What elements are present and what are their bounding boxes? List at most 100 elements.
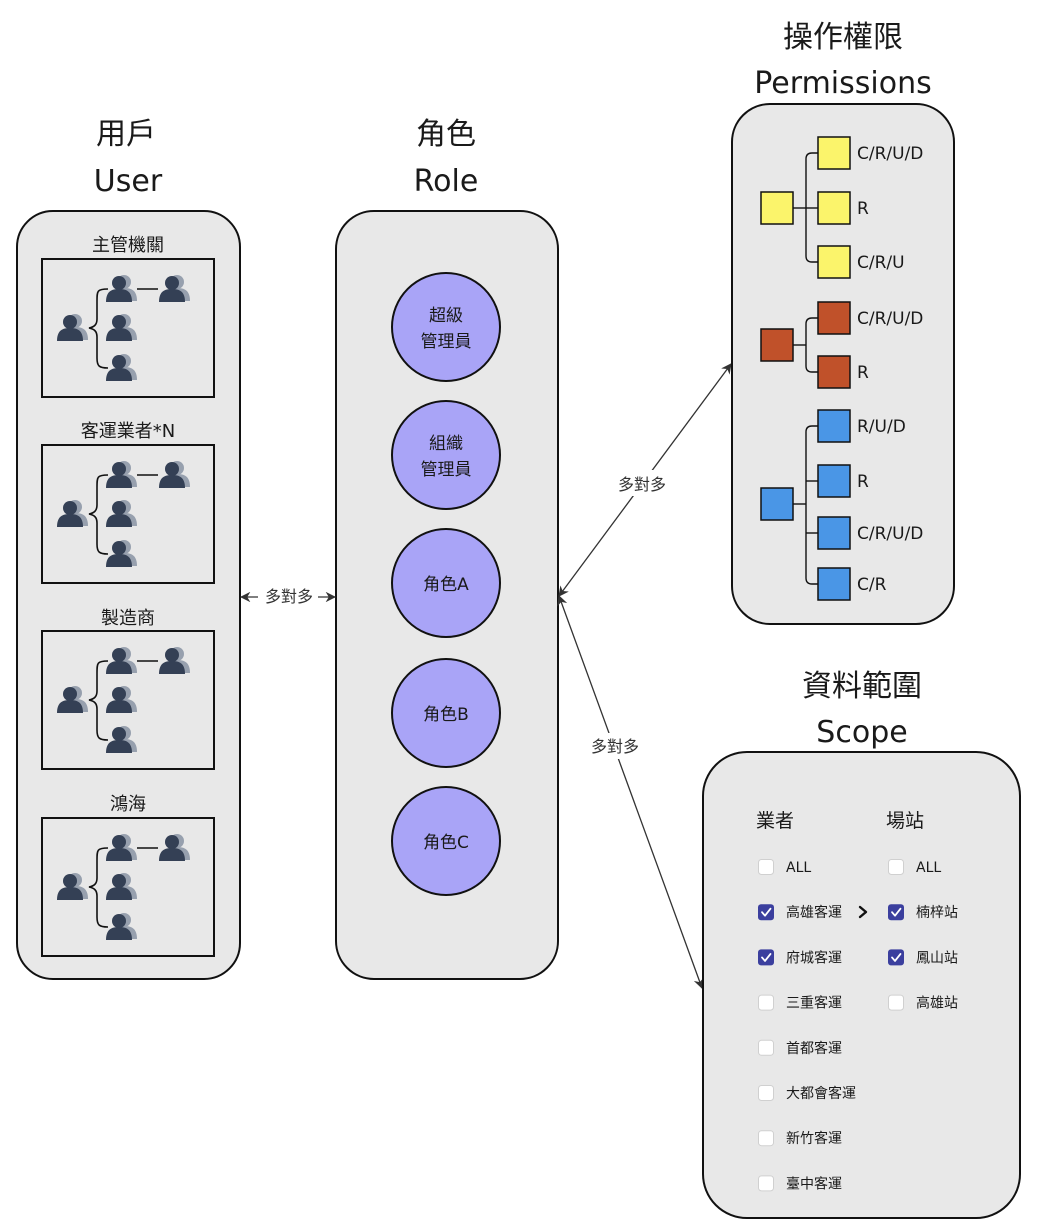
- checkbox-unchecked[interactable]: [758, 859, 774, 875]
- permission-child-box: [817, 245, 851, 279]
- user-group: 主管機關: [41, 235, 215, 398]
- role-circle: [391, 400, 501, 510]
- check-icon: [761, 907, 772, 917]
- scope-option[interactable]: 首都客運: [758, 1039, 843, 1057]
- user-group-box: [41, 258, 215, 398]
- scope-option-label: 楠梓站: [916, 905, 958, 921]
- permission-group: C/R/U/DRC/R/U: [760, 136, 923, 279]
- user-group: 客運業者*N: [41, 421, 215, 584]
- scope-option[interactable]: 三重客運: [758, 994, 843, 1012]
- permission-label: R: [857, 199, 869, 219]
- role-permissions-label-bg: [610, 470, 674, 496]
- permission-child-box: [817, 567, 851, 601]
- role-label-line: 管理員: [421, 332, 472, 352]
- role-scope-label: 多對多: [591, 737, 639, 756]
- permission-child-box: [817, 409, 851, 443]
- permissions-title-en: Permissions: [754, 66, 931, 101]
- scope-option[interactable]: 高雄站: [888, 994, 959, 1012]
- scope-option[interactable]: 府城客運: [758, 949, 842, 966]
- role-label-line: 組織: [429, 434, 463, 454]
- scope-option-label: 鳳山站: [916, 950, 958, 966]
- checkbox-unchecked[interactable]: [758, 1039, 774, 1056]
- scope-option-label: 高雄客運: [786, 904, 842, 921]
- permission-child-box: [817, 516, 851, 550]
- checkbox-unchecked[interactable]: [888, 859, 904, 875]
- user-title-cn: 用戶: [96, 117, 156, 152]
- stations-header: 場站: [886, 810, 924, 832]
- permission-parent-box: [760, 328, 794, 362]
- checkbox-checked[interactable]: [758, 904, 774, 921]
- role-title-en: Role: [414, 164, 479, 199]
- operators-header: 業者: [756, 810, 794, 832]
- user-group-box: [41, 817, 215, 957]
- scope-option[interactable]: 大都會客運: [758, 1085, 857, 1102]
- scope-option[interactable]: 臺中客運: [758, 1175, 843, 1192]
- permission-child-box: [817, 355, 851, 389]
- check-icon: [891, 953, 902, 962]
- scope-option[interactable]: 新竹客運: [758, 1130, 843, 1147]
- hierarchy-bracket: [88, 474, 109, 555]
- scope-section: 資料範圍 Scope 業者 場站 ALL高雄客運府城客運三重客運首都客運大都會客…: [702, 669, 1021, 1219]
- scope-option[interactable]: 高雄客運: [758, 904, 842, 921]
- chevron-right-icon: [858, 905, 868, 919]
- tree-connector: [805, 317, 818, 373]
- permissions-title-cn: 操作權限: [783, 20, 903, 55]
- user-group-label: 鴻海: [110, 794, 146, 815]
- checkbox-unchecked[interactable]: [758, 994, 774, 1011]
- scope-option-label: 首都客運: [786, 1040, 842, 1057]
- permission-group: C/R/U/D R: [760, 301, 923, 389]
- scope-option-label: ALL: [786, 860, 811, 876]
- permission-label: C/R/U/D: [857, 524, 923, 544]
- role-label: 角色A: [423, 575, 469, 595]
- permission-groups: C/R/U/DRC/R/U C/R/U/D R R/U/DRC/R/U/DC/R: [760, 136, 923, 601]
- checkbox-checked[interactable]: [758, 949, 774, 966]
- scope-option[interactable]: 鳳山站: [888, 949, 958, 966]
- checkbox-unchecked[interactable]: [758, 1175, 774, 1192]
- check-icon: [761, 953, 772, 962]
- permission-child-box: [817, 136, 851, 170]
- checkbox-checked[interactable]: [888, 949, 904, 966]
- user-group-box: [41, 630, 215, 770]
- role-label-line: 管理員: [421, 460, 472, 480]
- permission-group: R/U/DRC/R/U/DC/R: [760, 409, 923, 601]
- scope-option-label: 三重客運: [786, 995, 842, 1012]
- user-group-label: 主管機關: [92, 235, 164, 256]
- scope-option-label: 高雄站: [916, 995, 958, 1012]
- hierarchy-bracket: [88, 847, 109, 928]
- permission-label: R: [857, 363, 869, 383]
- permission-child-box: [817, 191, 851, 225]
- role-label: 角色C: [423, 833, 469, 853]
- checkbox-unchecked[interactable]: [758, 1085, 774, 1101]
- checkbox-checked[interactable]: [888, 904, 904, 921]
- user-group-box: [41, 444, 215, 584]
- checkbox-unchecked[interactable]: [888, 994, 904, 1011]
- scope-option[interactable]: 楠梓站: [888, 904, 958, 921]
- role-circle: [391, 528, 501, 638]
- user-group-label: 客運業者*N: [81, 421, 175, 442]
- permission-label: R/U/D: [857, 417, 906, 437]
- role-label-line: 超級: [429, 306, 463, 326]
- role-node: 角色A: [391, 528, 501, 638]
- scope-option[interactable]: ALL: [758, 859, 812, 877]
- user-group: 鴻海: [41, 794, 215, 957]
- hierarchy-bracket: [88, 660, 109, 741]
- permission-parent-box: [760, 191, 794, 225]
- checkbox-unchecked[interactable]: [758, 1130, 774, 1147]
- scope-title-cn: 資料範圍: [802, 669, 922, 704]
- role-label: 角色B: [423, 705, 469, 725]
- role-circle: [391, 272, 501, 382]
- permission-label: C/R/U/D: [857, 309, 923, 329]
- role-circle: [391, 658, 501, 768]
- hierarchy-bracket: [88, 288, 109, 369]
- scope-option[interactable]: ALL: [888, 859, 942, 877]
- user-title-en: User: [94, 164, 163, 199]
- role-node: 角色B: [391, 658, 501, 768]
